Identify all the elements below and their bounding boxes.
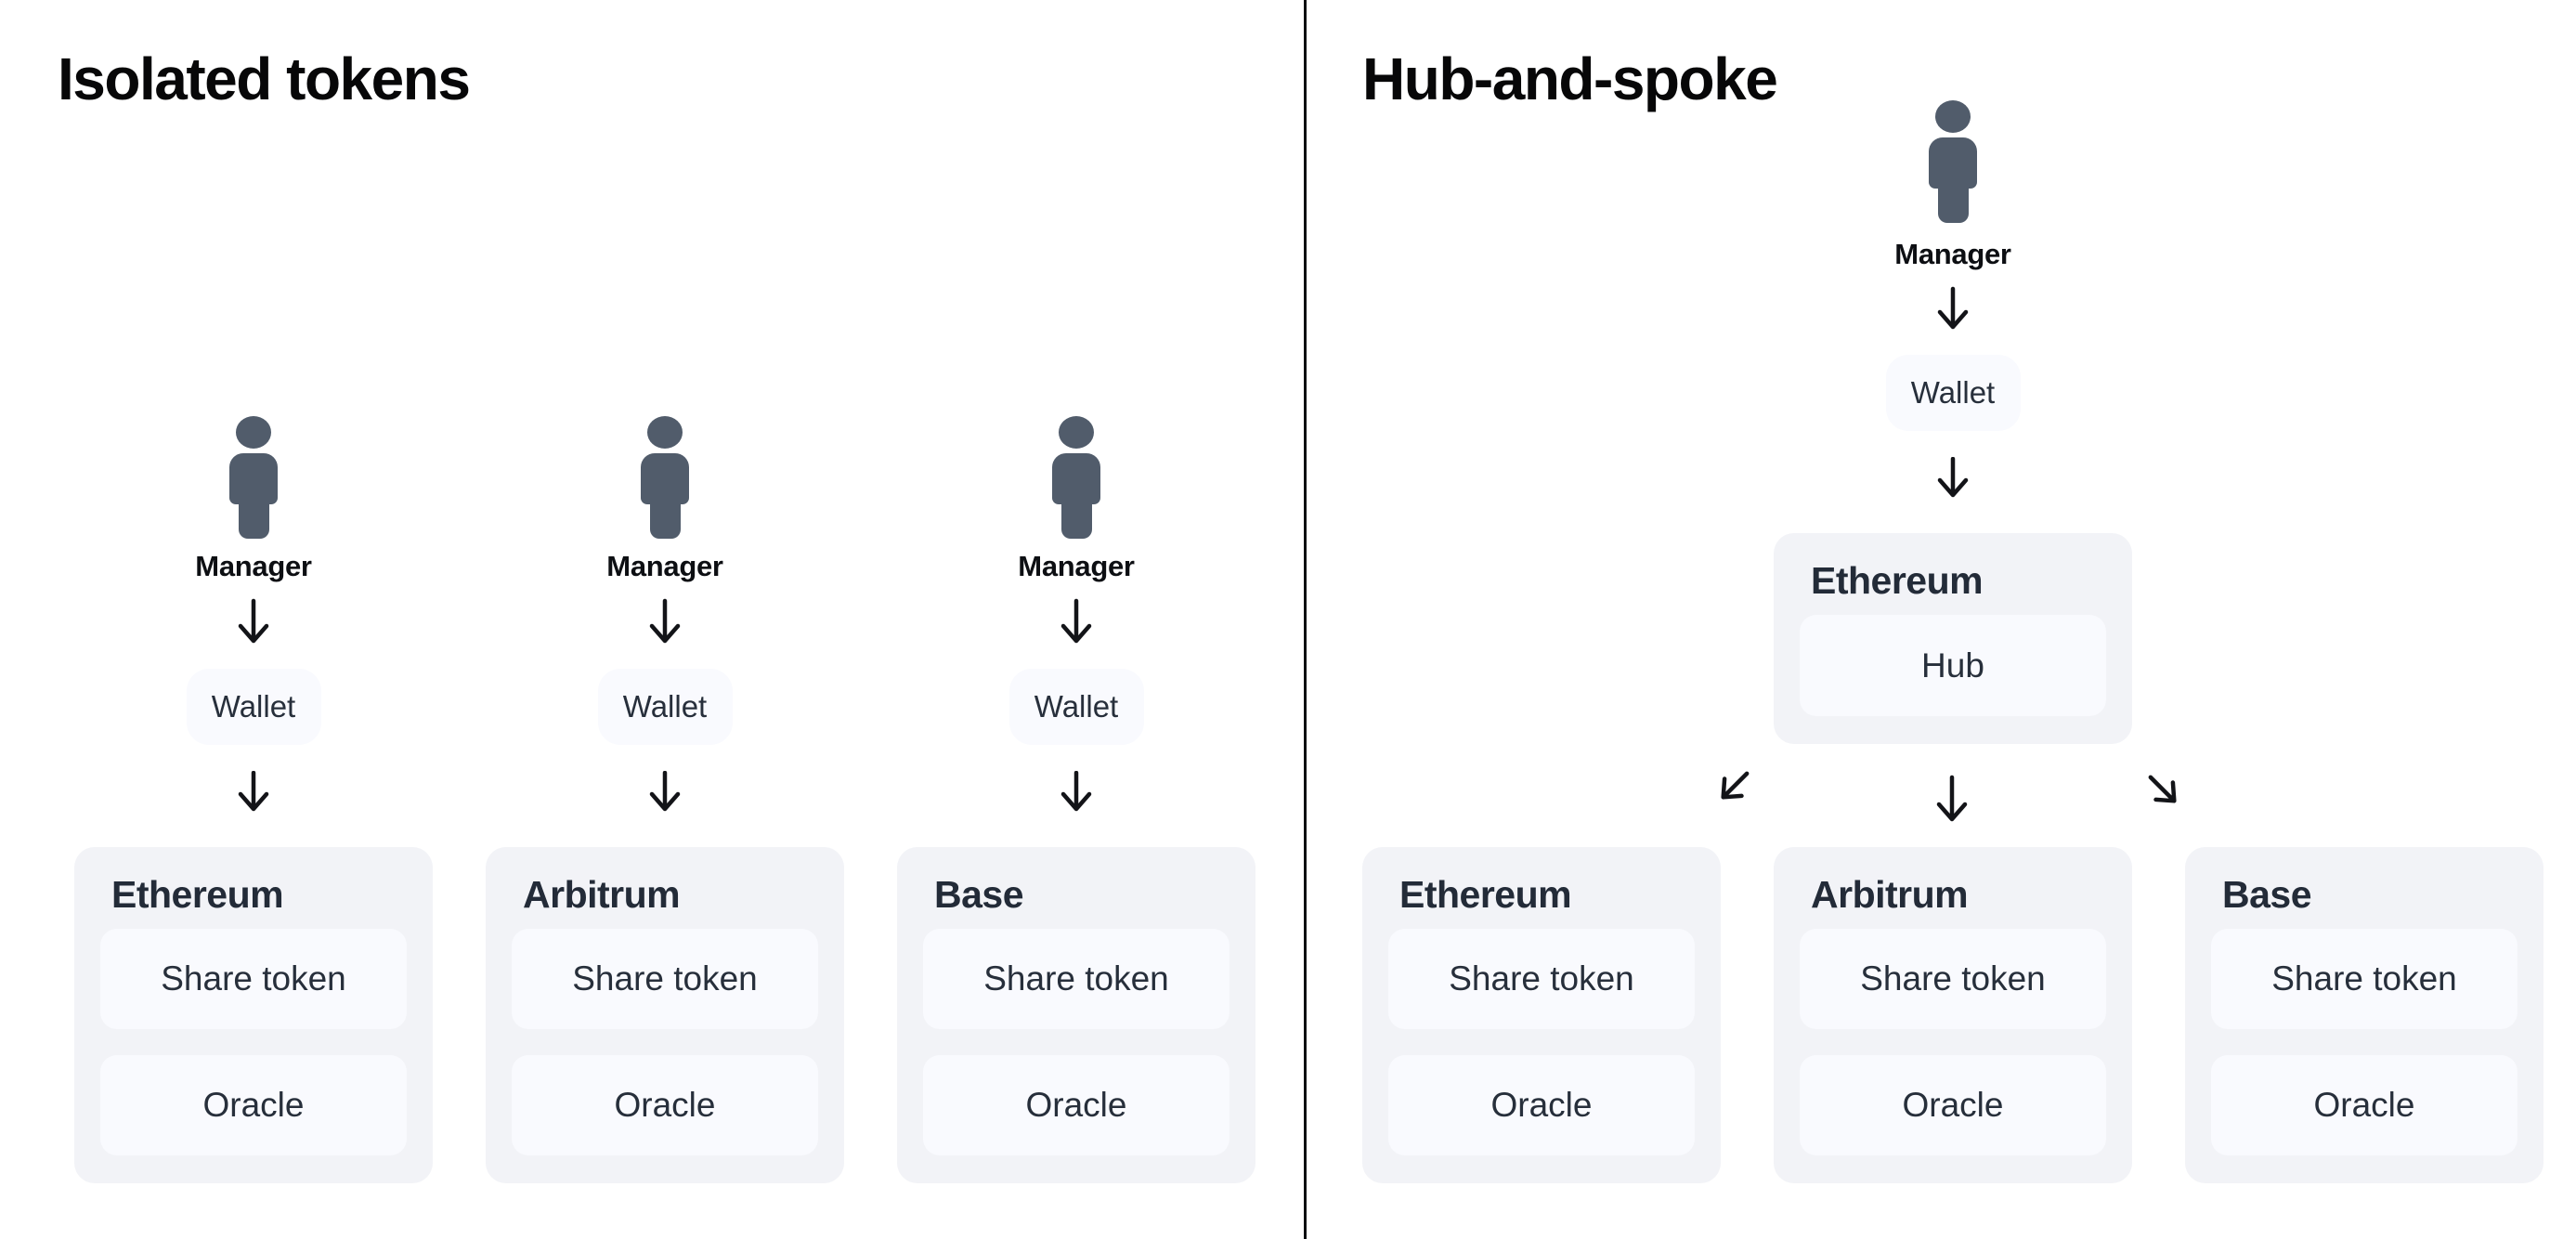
person-head <box>1059 416 1094 449</box>
chain-heading: Arbitrum <box>1811 873 1969 916</box>
share-token-box: Share token <box>100 929 407 1029</box>
manager-label: Manager <box>195 550 312 582</box>
person-torso <box>229 453 278 504</box>
arrow-down-icon <box>649 771 681 812</box>
person-head <box>647 416 683 449</box>
person-legs <box>1060 504 1092 539</box>
arrow-down-icon <box>1060 598 1092 644</box>
hub-box: Hub <box>1800 615 2106 716</box>
manager-person-icon <box>229 416 278 539</box>
chain-card-base: Base Share token Oracle <box>2185 847 2543 1183</box>
chain-card-ethereum: Ethereum Share token Oracle <box>74 847 433 1183</box>
chain-heading: Base <box>934 873 1024 916</box>
wallet-box: Wallet <box>1885 355 2021 431</box>
oracle-box: Oracle <box>1800 1055 2106 1155</box>
wallet-box: Wallet <box>186 669 321 745</box>
share-token-box: Share token <box>923 929 1229 1029</box>
chain-card-ethereum: Ethereum Share token Oracle <box>1362 847 1721 1183</box>
wallet-box: Wallet <box>1008 669 1144 745</box>
manager-person-icon <box>1929 100 1977 223</box>
arrow-down-icon <box>1060 771 1092 812</box>
oracle-box: Oracle <box>100 1055 407 1155</box>
page-title: Hub-and-spoke <box>1362 46 1778 112</box>
hub-stack: Manager Wallet Ethereum Hub <box>1774 100 2132 744</box>
share-token-box: Share token <box>2211 929 2517 1029</box>
spoke-column-base: Base Share token Oracle <box>2185 847 2543 1183</box>
arrow-down-icon <box>238 771 269 812</box>
hub-card: Ethereum Hub <box>1774 533 2132 744</box>
spoke-column-arbitrum: Arbitrum Share token Oracle <box>1774 847 2132 1183</box>
chain-card-arbitrum: Arbitrum Share token Oracle <box>1774 847 2132 1183</box>
isolated-columns: Manager Wallet Ethereum Share token Orac… <box>74 416 1255 1183</box>
person-head <box>1935 100 1971 133</box>
person-torso <box>1052 453 1100 504</box>
manager-label: Manager <box>606 550 723 582</box>
spoke-cards: Ethereum Share token Oracle Arbitrum Sha… <box>1362 847 2543 1183</box>
arrow-down-icon <box>1936 775 1968 822</box>
oracle-box: Oracle <box>2211 1055 2517 1155</box>
share-token-box: Share token <box>1388 929 1695 1029</box>
oracle-box: Oracle <box>923 1055 1229 1155</box>
page-title: Isolated tokens <box>58 46 471 112</box>
isolated-column-ethereum: Manager Wallet Ethereum Share token Orac… <box>74 416 433 1183</box>
person-legs <box>649 504 681 539</box>
person-legs <box>238 504 269 539</box>
chain-heading: Arbitrum <box>523 873 681 916</box>
chain-card-arbitrum: Arbitrum Share token Oracle <box>486 847 844 1183</box>
panel-divider <box>1304 0 1307 1239</box>
arrow-down-icon <box>238 598 269 644</box>
panel-hub-and-spoke: Hub-and-spoke Manager Wallet Ethereum Hu… <box>1307 0 2576 1239</box>
wallet-box: Wallet <box>597 669 733 745</box>
share-token-box: Share token <box>512 929 818 1029</box>
isolated-column-base: Manager Wallet Base Share token Oracle <box>897 416 1255 1183</box>
person-head <box>236 416 271 449</box>
spoke-column-ethereum: Ethereum Share token Oracle <box>1362 847 1721 1183</box>
manager-label: Manager <box>1018 550 1135 582</box>
oracle-box: Oracle <box>1388 1055 1695 1155</box>
arrow-down-icon <box>1937 457 1969 498</box>
chain-heading: Base <box>2222 873 2312 916</box>
person-torso <box>1929 137 1977 189</box>
person-torso <box>641 453 689 504</box>
chain-heading: Ethereum <box>1811 559 1984 602</box>
manager-person-icon <box>641 416 689 539</box>
arrow-down-icon <box>649 598 681 644</box>
manager-label: Manager <box>1894 238 2011 270</box>
arrow-down-right-icon <box>2148 775 2177 803</box>
isolated-column-arbitrum: Manager Wallet Arbitrum Share token Orac… <box>486 416 844 1183</box>
chain-heading: Ethereum <box>111 873 284 916</box>
oracle-box: Oracle <box>512 1055 818 1155</box>
arrow-down-icon <box>1937 286 1969 330</box>
arrow-down-left-icon <box>1721 771 1750 800</box>
chain-heading: Ethereum <box>1399 873 1572 916</box>
panel-isolated-tokens: Isolated tokens Manager Wallet Ethereum … <box>58 46 1255 1183</box>
manager-person-icon <box>1052 416 1100 539</box>
person-legs <box>1937 189 1969 223</box>
share-token-box: Share token <box>1800 929 2106 1029</box>
chain-card-base: Base Share token Oracle <box>897 847 1255 1183</box>
